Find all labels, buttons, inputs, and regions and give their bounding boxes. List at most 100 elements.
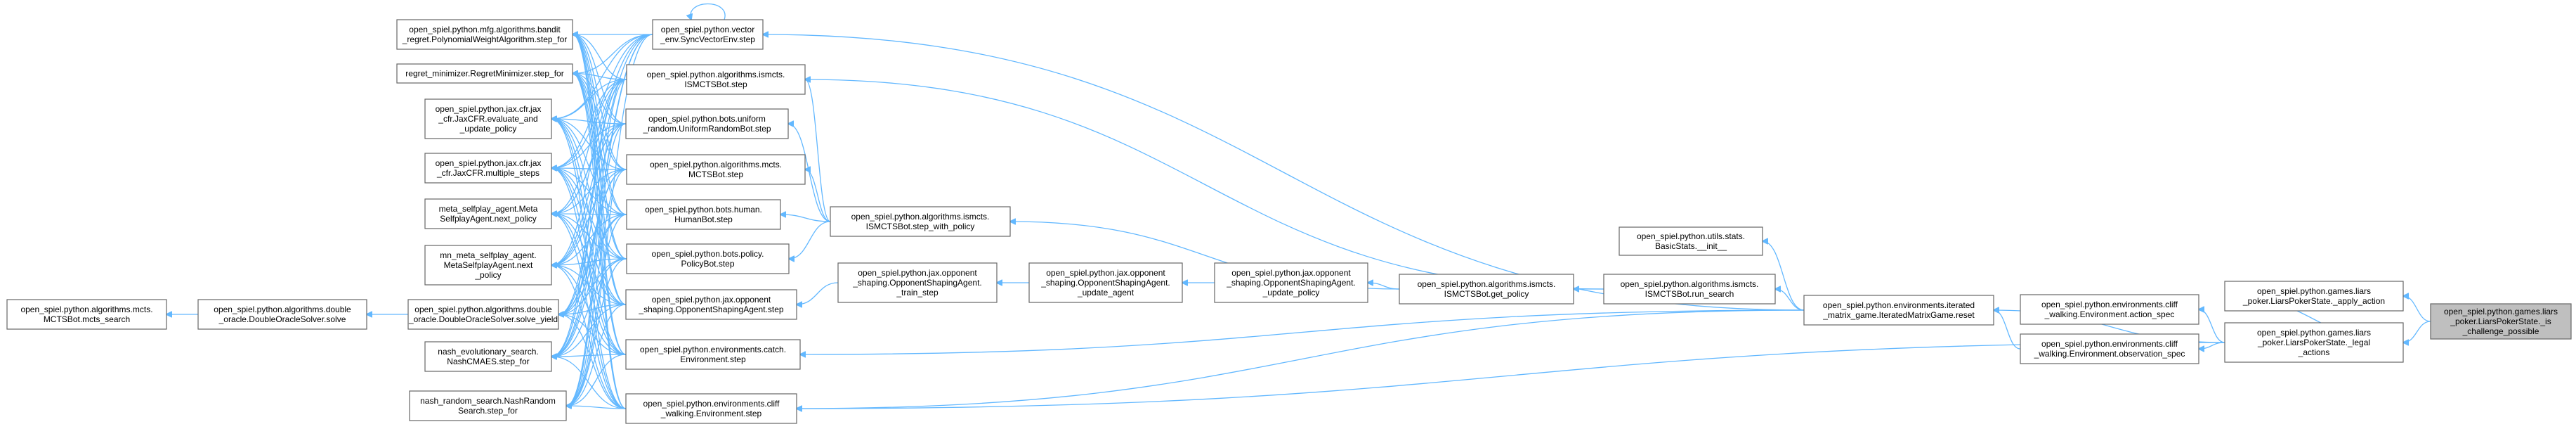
- graph-node-target: open_spiel.python.games.liars_poker.Liar…: [2430, 303, 2572, 340]
- node-box: [2020, 294, 2199, 325]
- graph-node-double-oracle-solve[interactable]: open_spiel.python.algorithms.double_orac…: [197, 299, 367, 330]
- call-edge: [566, 354, 627, 406]
- graph-node-mcts-step[interactable]: open_spiel.python.algorithms.mcts.MCTSBo…: [626, 154, 806, 185]
- node-box: [2224, 281, 2404, 312]
- call-edge: [551, 119, 627, 305]
- node-label-line: open_spiel.python.algorithms.double: [414, 305, 552, 314]
- call-edge: [1775, 289, 1805, 311]
- call-edge: [551, 79, 627, 265]
- node-box: [424, 341, 552, 372]
- node-box: [626, 243, 790, 274]
- node-box: [6, 299, 167, 330]
- call-edge: [2199, 309, 2225, 343]
- call-edge: [558, 214, 627, 314]
- node-label-line: ISMCTSBot.step: [684, 79, 747, 89]
- node-label-line: NashCMAES.step_for: [447, 357, 529, 366]
- graph-node-vector-env-step[interactable]: open_spiel.python.vector_env.SyncVectorE…: [652, 19, 764, 50]
- node-label-line: _random.UniformRandomBot.step: [642, 124, 771, 134]
- node-label-line: ISMCTSBot.run_search: [1645, 289, 1734, 299]
- call-edge: [797, 282, 839, 305]
- node-label-line: _train_step: [896, 288, 939, 297]
- call-edge: [2403, 321, 2431, 342]
- node-label-line: _env.SyncVectorEnv.step: [660, 34, 755, 44]
- graph-node-nash-evo-step-for[interactable]: nash_evolutionary_search.NashCMAES.step_…: [424, 341, 552, 372]
- node-label-line: open_spiel.python.jax.cfr.jax: [436, 104, 542, 114]
- node-box: [626, 64, 806, 95]
- graph-node-ismcts-run-search[interactable]: open_spiel.python.algorithms.ismcts.ISMC…: [1603, 274, 1776, 305]
- graph-node-catch-env-step[interactable]: open_spiel.python.environments.catch.Env…: [625, 339, 801, 370]
- node-label-line: _walking.Environment.action_spec: [2044, 309, 2175, 319]
- node-label-line: open_spiel.python.algorithms.ismcts.: [851, 212, 990, 222]
- node-box: [424, 98, 552, 139]
- node-box: [830, 206, 1011, 237]
- graph-node-uniform-random-step[interactable]: open_spiel.python.bots.uniform_random.Un…: [625, 108, 789, 139]
- graph-node-cliff-action-spec[interactable]: open_spiel.python.environments.cliff_wal…: [2020, 294, 2199, 325]
- call-edge: [573, 34, 627, 215]
- call-edge: [566, 123, 627, 406]
- node-label-line: MCTSBot.mcts_search: [44, 314, 130, 324]
- call-edge: [780, 214, 831, 222]
- node-label-line: open_spiel.python.games.liars: [2257, 286, 2371, 296]
- graph-node-policy-bot-step[interactable]: open_spiel.python.bots.policy.PolicyBot.…: [626, 243, 790, 274]
- node-box: [1619, 226, 1763, 256]
- node-label-line: Search.step_for: [458, 406, 518, 416]
- node-box: [396, 63, 573, 84]
- graph-node-nash-random-step-for[interactable]: nash_random_search.NashRandomSearch.step…: [409, 390, 567, 421]
- graph-node-jaxcfr-evaluate[interactable]: open_spiel.python.jax.cfr.jax_cfr.JaxCFR…: [424, 98, 552, 139]
- call-edge: [763, 34, 1805, 311]
- graph-node-legal-actions[interactable]: open_spiel.python.games.liars_poker.Liar…: [2224, 322, 2404, 363]
- graph-node-ismcts-step[interactable]: open_spiel.python.algorithms.ismcts.ISMC…: [626, 64, 806, 95]
- node-label-line: open_spiel.python.games.liars: [2444, 307, 2558, 316]
- call-edge: [805, 79, 1604, 290]
- graph-node-mcts-search[interactable]: open_spiel.python.algorithms.mcts.MCTSBo…: [6, 299, 167, 330]
- node-box: [424, 198, 552, 229]
- graph-node-cliff-env-step[interactable]: open_spiel.python.environments.cliff_wal…: [625, 393, 797, 424]
- node-label-line: open_spiel.python.algorithms.ismcts.: [1621, 279, 1759, 289]
- node-box: [1603, 274, 1776, 305]
- call-edge: [551, 119, 627, 170]
- node-box: [1803, 295, 1994, 326]
- node-label-line: ISMCTSBot.get_policy: [1444, 289, 1529, 299]
- node-label-line: regret_minimizer.RegretMinimizer.step_fo…: [405, 69, 563, 79]
- node-label-line: _matrix_game.IteratedMatrixGame.reset: [1822, 310, 1975, 320]
- call-edge: [551, 357, 627, 409]
- graph-node-ismcts-step-with-policy[interactable]: open_spiel.python.algorithms.ismcts.ISMC…: [830, 206, 1011, 237]
- graph-node-basicstats-init[interactable]: open_spiel.python.utils.stats.BasicStats…: [1619, 226, 1763, 256]
- graph-node-osa-train-step[interactable]: open_spiel.python.jax.opponent_shaping.O…: [837, 262, 998, 303]
- node-label-line: ISMCTSBot.step_with_policy: [866, 222, 975, 231]
- graph-node-osa-update-agent[interactable]: open_spiel.python.jax.opponent_shaping.O…: [1028, 262, 1183, 303]
- node-box: [625, 108, 789, 139]
- graph-node-mfg-bandit-step-for[interactable]: open_spiel.python.mfg.algorithms.bandit_…: [396, 19, 573, 50]
- graph-node-meta-next-policy[interactable]: meta_selfplay_agent.MetaSelfplayAgent.ne…: [424, 198, 552, 229]
- graph-node-osa-step[interactable]: open_spiel.python.jax.opponent_shaping.O…: [625, 289, 797, 320]
- call-edge: [805, 79, 831, 222]
- node-box: [837, 262, 998, 303]
- call-edge: [551, 119, 627, 355]
- node-box: [625, 289, 797, 320]
- graph-node-osa-update-policy[interactable]: open_spiel.python.jax.opponent_shaping.O…: [1214, 262, 1368, 303]
- graph-node-regret-min-step-for[interactable]: regret_minimizer.RegretMinimizer.step_fo…: [396, 63, 573, 84]
- graph-node-iterated-reset[interactable]: open_spiel.python.environments.iterated_…: [1803, 295, 1994, 326]
- node-label-line: _oracle.DoubleOracleSolver.solve: [218, 314, 346, 324]
- call-edge: [551, 123, 627, 265]
- graph-node-ismcts-get-policy[interactable]: open_spiel.python.algorithms.ismcts.ISMC…: [1399, 274, 1574, 305]
- call-edge: [566, 169, 627, 406]
- graph-node-mn-meta-next-policy[interactable]: mn_meta_selfplay_agent.MetaSelfplayAgent…: [424, 245, 552, 286]
- call-edge: [789, 221, 831, 259]
- call-edge: [551, 119, 627, 260]
- node-box: [407, 299, 559, 330]
- call-edge: [566, 258, 627, 406]
- call-edge: [566, 406, 627, 409]
- node-label-line: open_spiel.python.environments.iterated: [1823, 300, 1975, 310]
- call-edge: [573, 74, 627, 409]
- graph-node-double-oracle-solve-yield[interactable]: open_spiel.python.algorithms.double_orac…: [407, 299, 559, 330]
- node-label-line: _update_policy: [459, 124, 517, 134]
- call-edge: [551, 119, 627, 215]
- graph-node-human-bot-step[interactable]: open_spiel.python.bots.human.HumanBot.st…: [626, 199, 781, 230]
- node-label-line: open_spiel.python.jax.cfr.jax: [436, 158, 542, 168]
- graph-node-cliff-obs-spec[interactable]: open_spiel.python.environments.cliff_wal…: [2020, 333, 2199, 364]
- call-edge: [551, 214, 627, 409]
- graph-node-apply-action[interactable]: open_spiel.python.games.liars_poker.Liar…: [2224, 281, 2404, 312]
- graph-node-jaxcfr-multiple-steps[interactable]: open_spiel.python.jax.cfr.jax_cfr.JaxCFR…: [424, 153, 552, 184]
- node-box: [625, 393, 797, 424]
